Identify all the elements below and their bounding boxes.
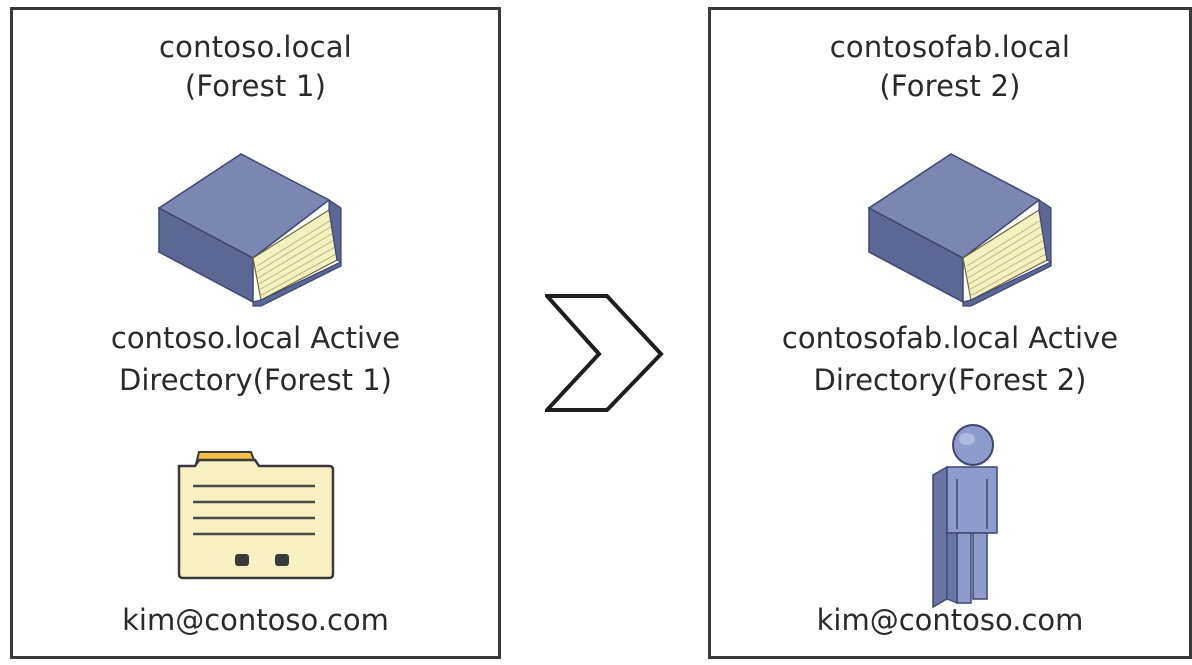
chevron-right-icon	[545, 294, 664, 412]
book-icon	[867, 153, 1052, 307]
ad-label-line2: Directory(Forest 2)	[813, 363, 1087, 397]
book-icon	[157, 153, 342, 307]
forest-domain-label: contoso.local	[159, 30, 352, 64]
ad-label-line2: Directory(Forest 1)	[119, 363, 392, 397]
active-directory-label: contosofab.local Active Directory(Forest…	[711, 317, 1189, 401]
ad-label-line1: contoso.local Active	[110, 321, 401, 355]
active-directory-label: contoso.local Active Directory(Forest 1)	[13, 317, 498, 401]
forest-number-label: (Forest 1)	[184, 69, 327, 103]
ad-label-line1: contosofab.local Active	[781, 321, 1119, 355]
forest-title: contosofab.local (Forest 2)	[711, 28, 1189, 106]
user-account-label: kim@contoso.com	[122, 603, 389, 637]
user-icon	[932, 424, 998, 609]
source-forest-box: contoso.local (Forest 1) contoso.local A…	[10, 7, 501, 659]
forest-number-label: (Forest 2)	[879, 69, 1021, 103]
contact-card-icon	[177, 451, 335, 580]
user-account-label: kim@contoso.com	[816, 603, 1084, 637]
forest-domain-label: contosofab.local	[829, 30, 1071, 64]
forest-title: contoso.local (Forest 1)	[13, 28, 498, 106]
target-forest-box: contosofab.local (Forest 2) contosofab.l…	[708, 7, 1192, 659]
